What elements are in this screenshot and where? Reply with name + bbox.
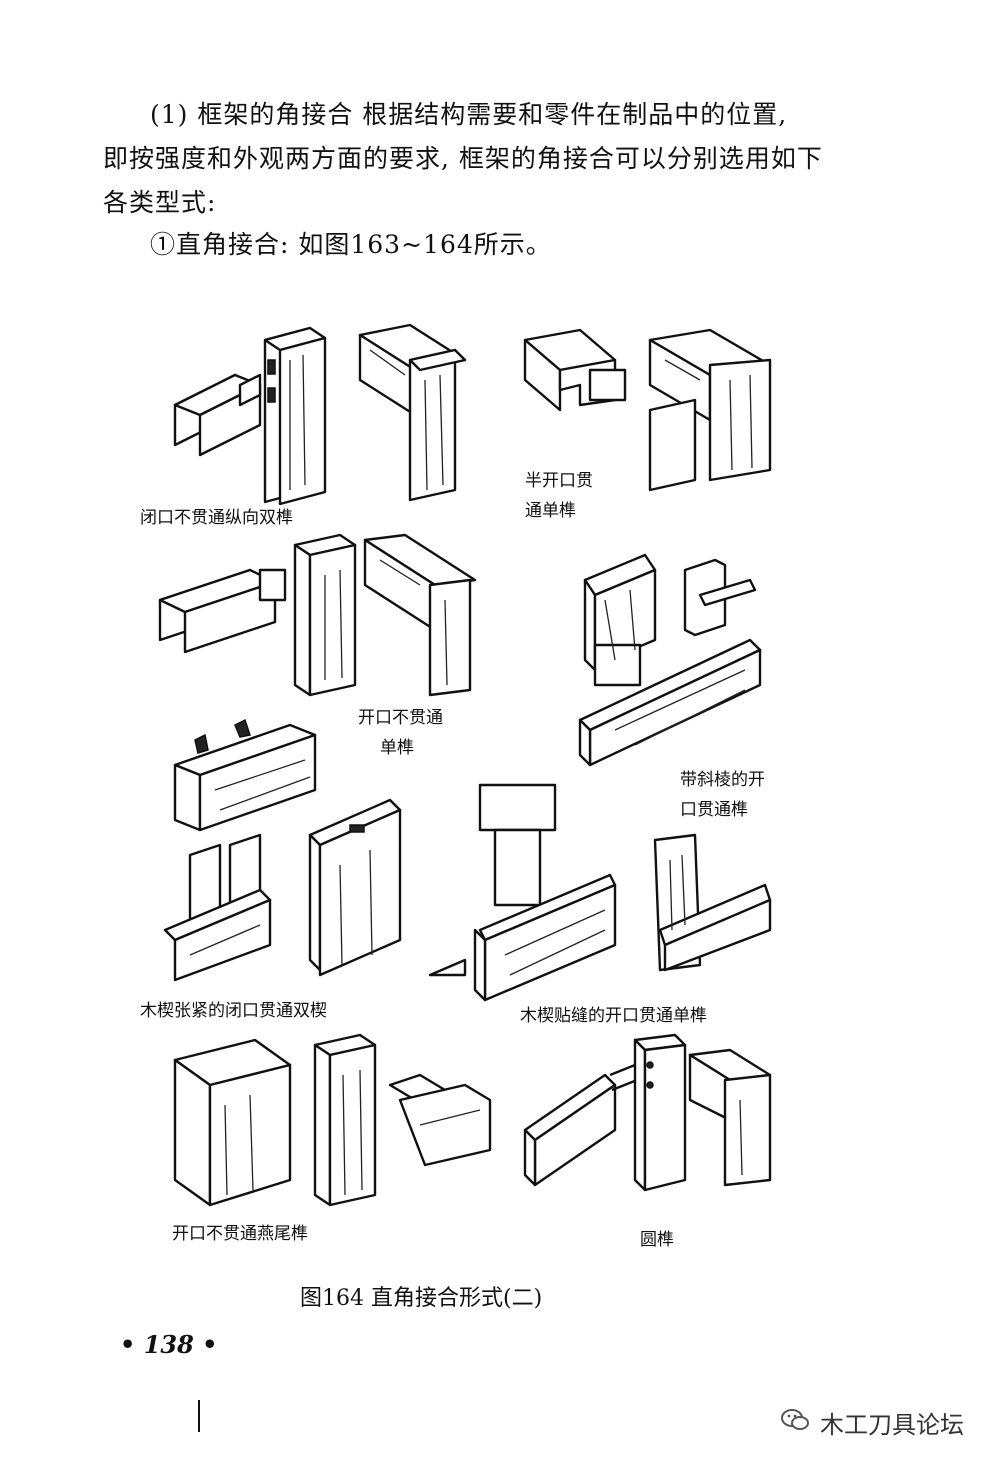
paragraph-line-2: 即按强度和外观两方面的要求, 框架的角接合可以分别选用如下: [103, 144, 823, 173]
caption-bevel-line-2: 口贯通榫: [680, 800, 748, 820]
caption-dowel: 圆榫: [640, 1230, 674, 1250]
figure-title: 图164 直角接合形式(二): [300, 1286, 543, 1311]
caption-dovetail: 开口不贯通燕尾榫: [172, 1224, 308, 1244]
joint-illustration-dovetail-tenon: [173, 1033, 492, 1207]
joint-illustration-wedge-seam-tenon: [428, 783, 772, 1002]
caption-bevel-line-1: 带斜棱的开: [680, 770, 765, 790]
caption-open-blind-line-1: 开口不贯通: [358, 708, 443, 728]
margin-mark: [198, 1400, 200, 1432]
joint-illustration-dowel-joint: [523, 1033, 772, 1192]
page-number: • 138 •: [120, 1330, 218, 1359]
paragraph-line-3: 各类型式:: [103, 188, 217, 217]
caption-wedged-double-tenon: 木楔张紧的闭口贯通双楔: [140, 1001, 327, 1021]
caption-wedge-seam-tenon: 木楔贴缝的开口贯通单榫: [520, 1006, 707, 1026]
caption-half-open-line-1: 半开口贯: [525, 471, 593, 491]
joint-illustration-bevel-through-tenon: [578, 553, 762, 767]
wechat-icon: [780, 1407, 810, 1439]
paragraph-line-4: ①直角接合: 如图163~164所示。: [150, 230, 552, 259]
caption-half-open-line-2: 通单榫: [525, 501, 576, 521]
watermark: 木工刀具论坛: [780, 1405, 964, 1440]
joint-illustration-closed-double-tenon: [173, 323, 467, 506]
paragraph-line-1: (1) 框架的角接合 根据结构需要和零件在制品中的位置,: [150, 100, 788, 129]
watermark-text: 木工刀具论坛: [820, 1411, 964, 1439]
caption-closed-double-tenon: 闭口不贯通纵向双榫: [140, 508, 293, 528]
joint-illustration-wedged-double-tenon: [163, 718, 402, 982]
caption-open-blind-line-2: 单榫: [380, 738, 414, 758]
joint-illustration-half-open-single-tenon: [523, 328, 772, 492]
joint-illustration-open-blind-single-tenon: [158, 533, 477, 697]
